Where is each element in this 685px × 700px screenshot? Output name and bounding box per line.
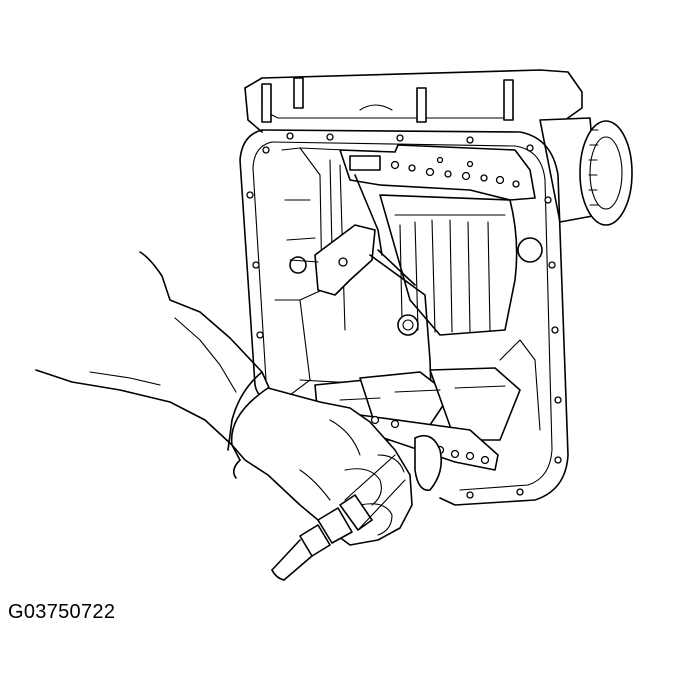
technician-hand: [230, 387, 413, 546]
valve-body: [379, 194, 543, 336]
transmission-case: [244, 69, 583, 133]
tool-wrench: [271, 454, 406, 581]
mounting-stud: [261, 77, 514, 123]
plate-hole: [390, 156, 520, 188]
manual-valve-lever: [289, 174, 433, 421]
separator-plate: [339, 144, 536, 201]
output-shaft-housing: [539, 117, 633, 226]
figure-caption: G03750722: [8, 601, 116, 623]
flange-bolt-hole: [246, 132, 562, 499]
